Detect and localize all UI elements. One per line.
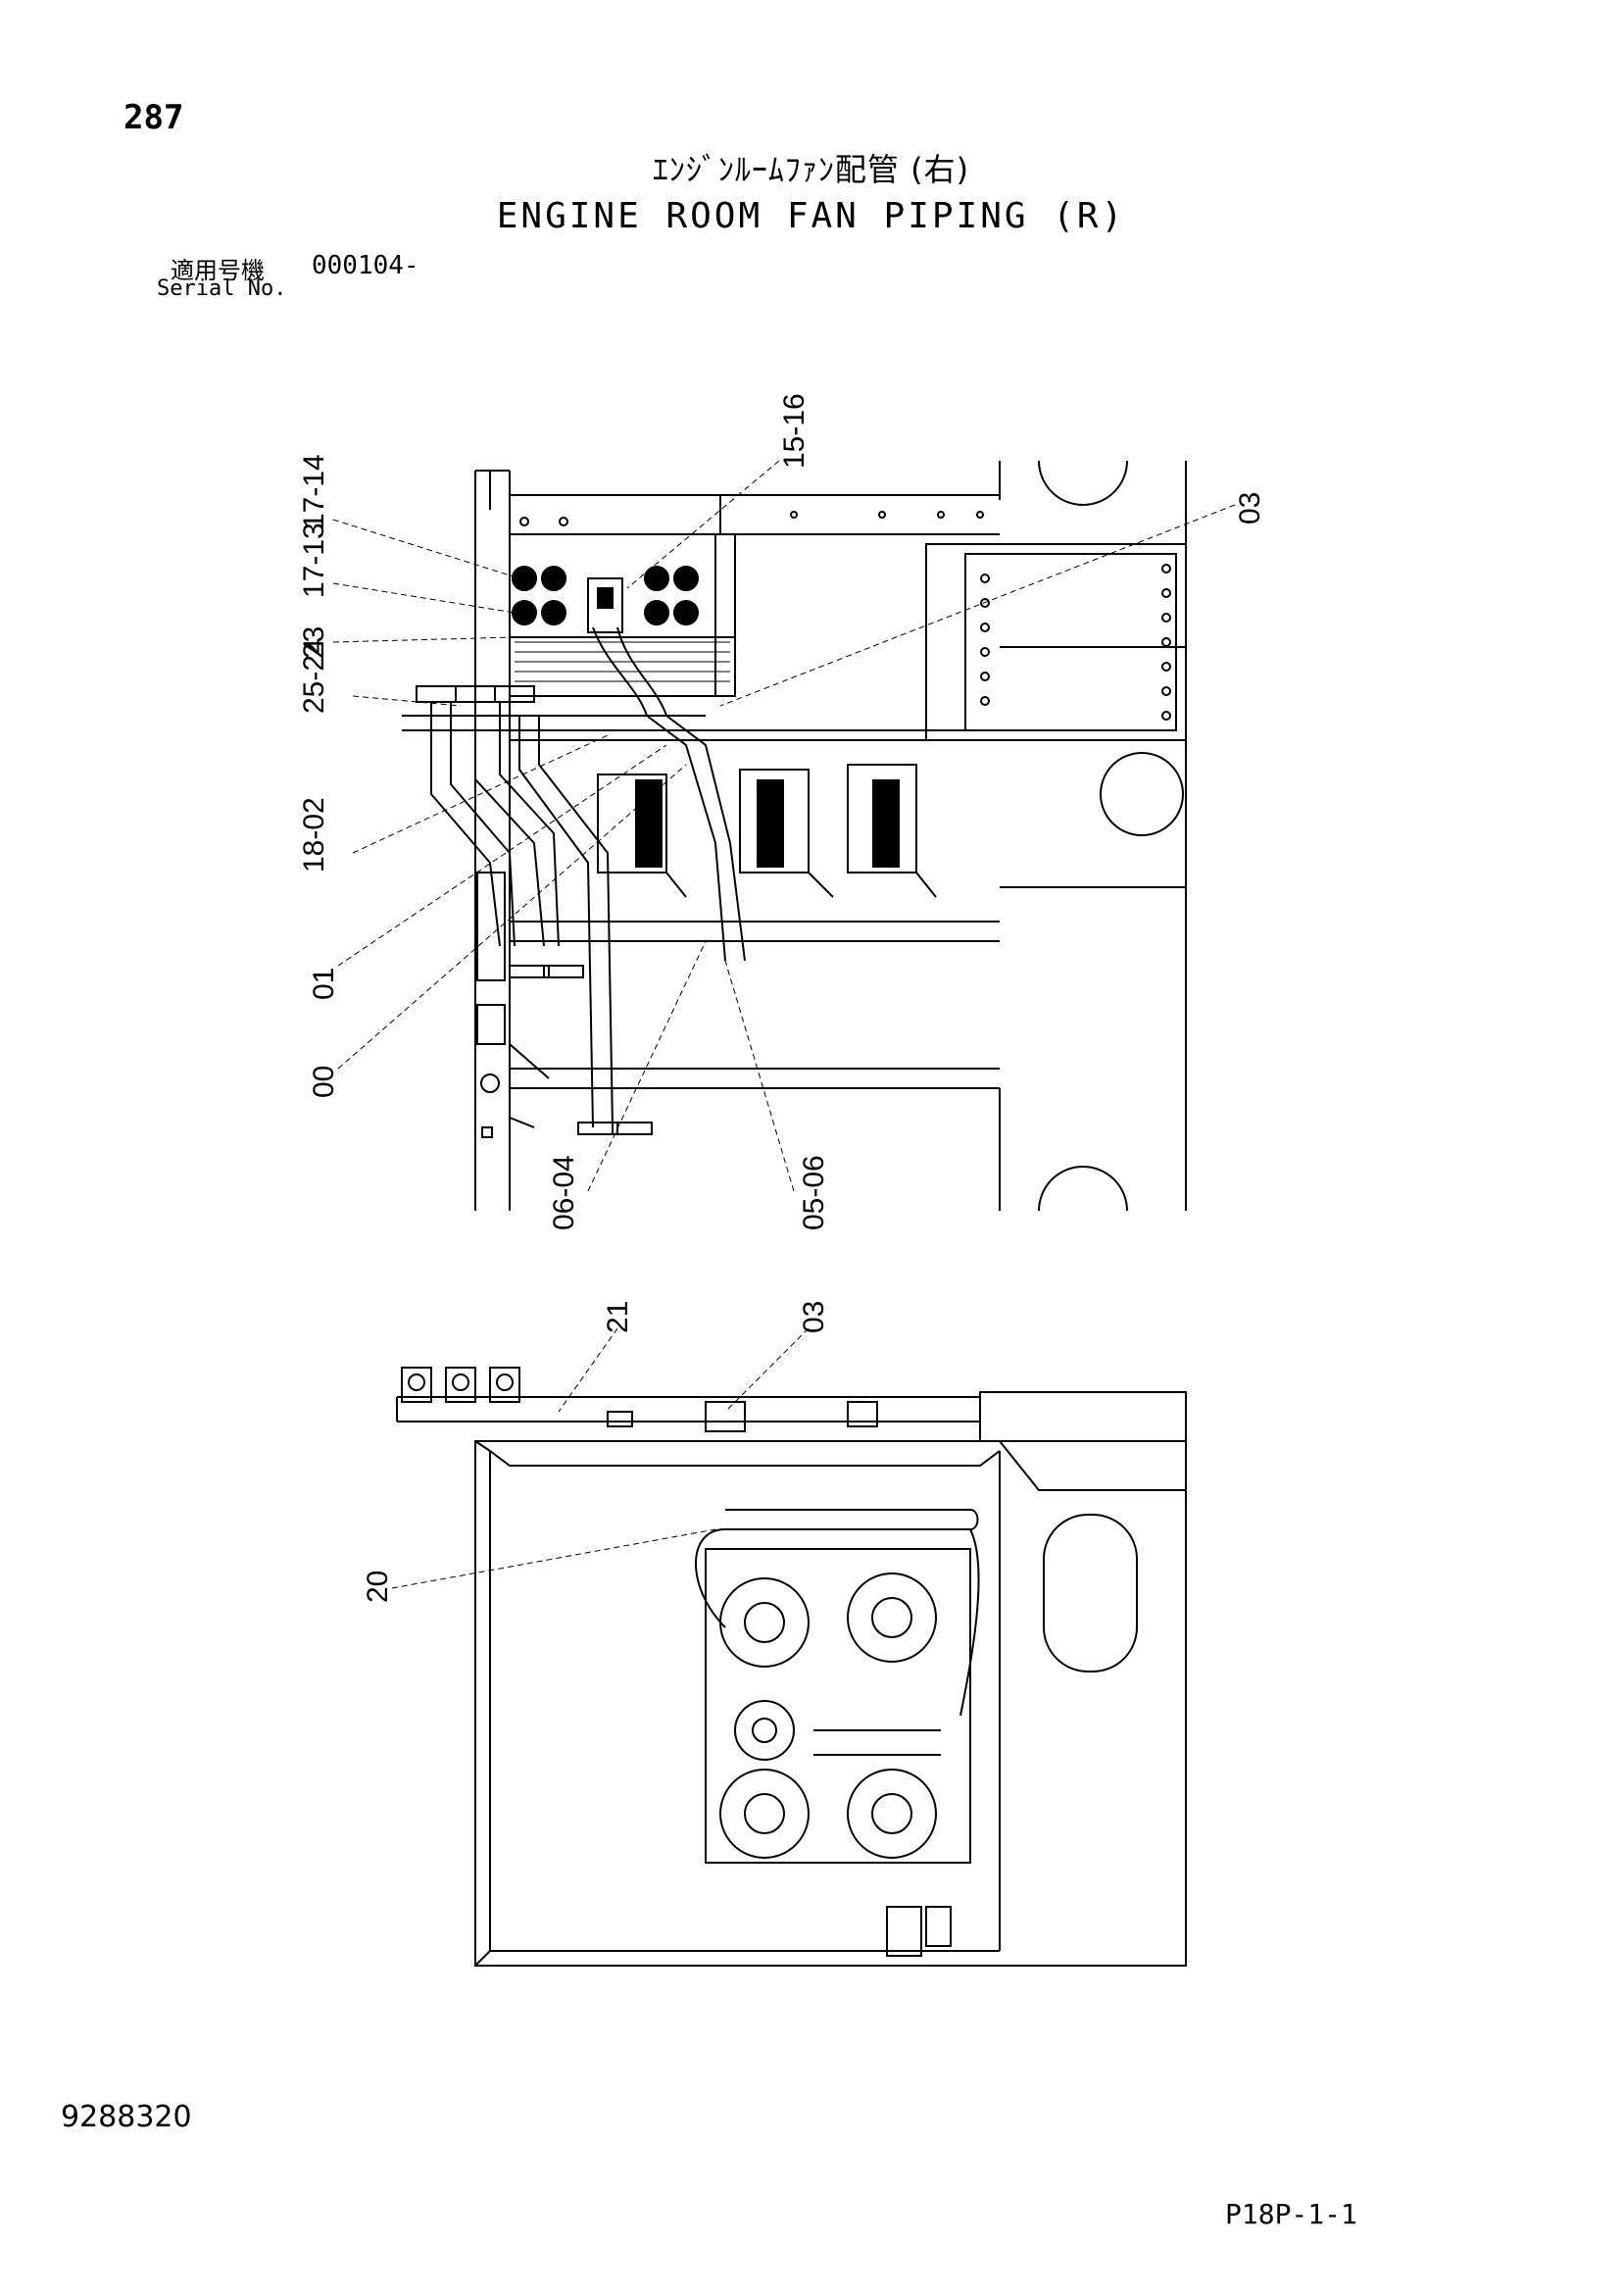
serial-value: 000104- (312, 251, 419, 280)
serial-label-japanese: 適用号機 (171, 257, 265, 284)
callout-01: 01 (308, 968, 340, 1000)
top-view-drawing (402, 460, 1187, 1212)
callout-leaders (332, 460, 1236, 1589)
callout-21: 21 (602, 1301, 634, 1333)
callout-06-04: 06-04 (548, 1155, 580, 1230)
callout-labels: 17-14 17-13 23 25-24 18-02 01 00 15-16 0… (298, 393, 1266, 1603)
callout-25-24: 25-24 (298, 638, 330, 714)
callout-00: 00 (308, 1066, 340, 1098)
callout-23: 23 (298, 626, 330, 659)
callout-17-14: 17-14 (298, 454, 330, 529)
callout-05-06: 05-06 (798, 1155, 830, 1230)
callout-03-bottom: 03 (798, 1301, 830, 1333)
document-number: 9288320 (61, 2100, 192, 2134)
page-number: 287 (123, 98, 184, 137)
callout-17-13: 17-13 (298, 523, 330, 598)
callout-03-top: 03 (1234, 492, 1266, 524)
serial-label-english: Serial No. (157, 276, 287, 301)
callout-15-16: 15-16 (778, 393, 811, 469)
title-japanese: ｴﾝｼﾞﾝﾙｰﾑﾌｧﾝ配管 (右) (652, 151, 970, 188)
page-code: P18P-1-1 (1225, 2198, 1357, 2230)
callout-18-02: 18-02 (298, 797, 330, 873)
title-english: ENGINE ROOM FAN PIPING (R) (496, 196, 1126, 236)
bottom-view-drawing (396, 1367, 1187, 1967)
callout-20: 20 (362, 1571, 394, 1603)
